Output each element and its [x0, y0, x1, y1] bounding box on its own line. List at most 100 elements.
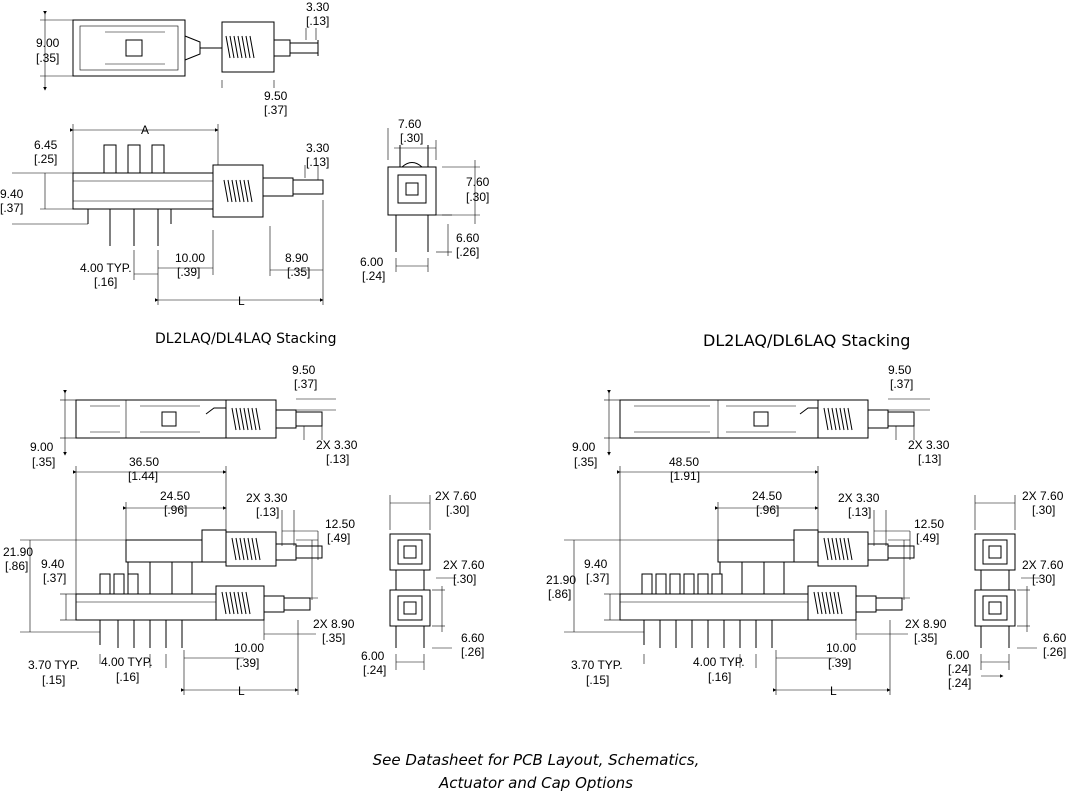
dim-label: [.37] — [294, 377, 317, 391]
dim-label: 9.00 — [30, 440, 54, 454]
right-stack-end-view — [974, 495, 1041, 678]
dim-label: [.30] — [1032, 572, 1055, 586]
dim-label: 24.50 — [752, 489, 782, 503]
dim-label: 9.40 — [0, 187, 24, 201]
left-stacking-title: DL2LAQ/DL4LAQ Stacking — [155, 331, 337, 347]
dim-label: [.37] — [890, 377, 913, 391]
dim-label: 6.00 — [946, 648, 970, 662]
dim-label: 24.50 — [160, 489, 190, 503]
dim-label: [.35] — [914, 631, 937, 645]
dim-label: 3.70 TYP. — [28, 658, 80, 672]
dim-label: [.30] — [400, 131, 423, 145]
dim-label: [.15] — [586, 673, 609, 687]
left-stack-end-view — [389, 495, 456, 670]
dim-label: 2X 8.90 — [313, 617, 355, 631]
dim-label: 9.00 — [572, 440, 596, 454]
dim-label: [.39] — [828, 656, 851, 670]
single-side-view — [12, 124, 324, 305]
dim-label: [.24] — [948, 676, 971, 690]
dim-label: [.13] — [306, 14, 329, 28]
dim-label: 21.90 — [546, 573, 576, 587]
dim-label: 21.90 — [3, 545, 33, 559]
dim-label: 7.60 — [398, 117, 422, 131]
dim-label: [1.44] — [128, 469, 158, 483]
footer-note-line1: See Datasheet for PCB Layout, Schematics… — [373, 751, 700, 769]
dim-label: [.35] — [574, 455, 597, 469]
dim-label: 10.00 — [234, 641, 264, 655]
dim-label: 6.60 — [456, 231, 480, 245]
left-stack-top-view — [60, 390, 336, 456]
dim-label: 9.50 — [888, 363, 912, 377]
dim-label: [.13] — [306, 155, 329, 169]
dim-label: 3.70 TYP. — [571, 658, 623, 672]
dim-label: 9.50 — [292, 363, 316, 377]
dim-label: 3.30 — [306, 0, 330, 14]
dim-label: [.26] — [456, 245, 479, 259]
dim-label: [.86] — [548, 587, 571, 601]
dim-label: 9.40 — [41, 557, 65, 571]
dim-label: 12.50 — [914, 517, 944, 531]
dim-label: 6.60 — [461, 631, 485, 645]
dim-label: [.35] — [36, 51, 59, 65]
dim-label: [.37] — [0, 201, 23, 215]
dim-label: [.16] — [94, 275, 117, 289]
dim-label: 10.00 — [826, 641, 856, 655]
dim-label: [.26] — [461, 645, 484, 659]
dim-label: [.30] — [446, 503, 469, 517]
dim-label: 2X 3.30 — [908, 438, 950, 452]
dim-label: [.30] — [1032, 503, 1055, 517]
left-stack-end-labels: 2X 7.60 [.30] 2X 7.60 [.30] 6.60 [.26] 6… — [361, 489, 485, 677]
dim-label: [.26] — [1043, 645, 1066, 659]
dim-label: L — [238, 684, 245, 698]
dim-label: [.39] — [236, 656, 259, 670]
single-end-view — [387, 128, 480, 272]
right-stack-end-labels: 2X 7.60 [.30] 2X 7.60 [.30] 6.60 [.26] 6… — [946, 489, 1067, 690]
single-top-labels: 9.00 [.35] 3.30 [.13] 9.50 [.37] — [36, 0, 330, 117]
dim-label: [.49] — [327, 531, 350, 545]
dim-label: [.24] — [363, 663, 386, 677]
left-stack-side-view — [20, 466, 323, 695]
dim-label: 2X 7.60 — [1022, 489, 1064, 503]
single-side-labels: A 6.45 [.25] 9.40 [.37] 3.30 [.13] 4.00 … — [0, 123, 330, 308]
left-stack-top-labels: 9.50 [.37] 9.00 [.35] 2X 3.30 [.13] — [30, 363, 358, 469]
dim-label: [.30] — [466, 190, 489, 204]
dim-label: 6.60 — [1043, 631, 1067, 645]
dim-label: 36.50 — [129, 455, 159, 469]
dim-label: [1.91] — [670, 469, 700, 483]
dim-label: 9.00 — [36, 36, 60, 50]
dim-label: L — [830, 684, 837, 698]
dim-label: 12.50 — [325, 517, 355, 531]
single-end-labels: 7.60 [.30] 7.60 [.30] 6.60 [.26] 6.00 [.… — [360, 117, 490, 283]
dim-label: [.15] — [42, 673, 65, 687]
dim-label: 2X 7.60 — [435, 489, 477, 503]
dim-label: [.13] — [326, 452, 349, 466]
dim-label: 2X 3.30 — [838, 491, 880, 505]
dim-label: [.24] — [362, 269, 385, 283]
dim-label: 2X 8.90 — [905, 617, 947, 631]
dim-label: [.30] — [453, 572, 476, 586]
dim-label: [.13] — [848, 505, 871, 519]
dim-label: [.13] — [256, 505, 279, 519]
dim-label: 6.00 — [361, 649, 385, 663]
dim-label: [.25] — [34, 152, 57, 166]
dim-label: [.24] — [948, 662, 971, 676]
right-stack-side-view — [564, 466, 915, 695]
dim-label: [.35] — [32, 455, 55, 469]
dim-label: 2X 7.60 — [443, 558, 485, 572]
right-stack-top-view — [604, 390, 930, 456]
dim-label: 4.00 TYP. — [693, 655, 745, 669]
dim-label: 48.50 — [669, 455, 699, 469]
dim-label: 3.30 — [306, 141, 330, 155]
right-stack-top-labels: 9.50 [.37] 9.00 [.35] 2X 3.30 [.13] — [572, 363, 950, 469]
dim-label: [.49] — [916, 531, 939, 545]
dim-label: 6.45 — [34, 138, 58, 152]
dim-label: [.96] — [164, 503, 187, 517]
dim-label: 2X 7.60 — [1022, 558, 1064, 572]
dim-label: [.35] — [322, 631, 345, 645]
dim-label: 10.00 — [175, 251, 205, 265]
dim-label: 9.50 — [264, 89, 288, 103]
dim-label: [.37] — [264, 103, 287, 117]
dim-label: [.16] — [116, 670, 139, 684]
dim-label: 7.60 — [466, 175, 490, 189]
